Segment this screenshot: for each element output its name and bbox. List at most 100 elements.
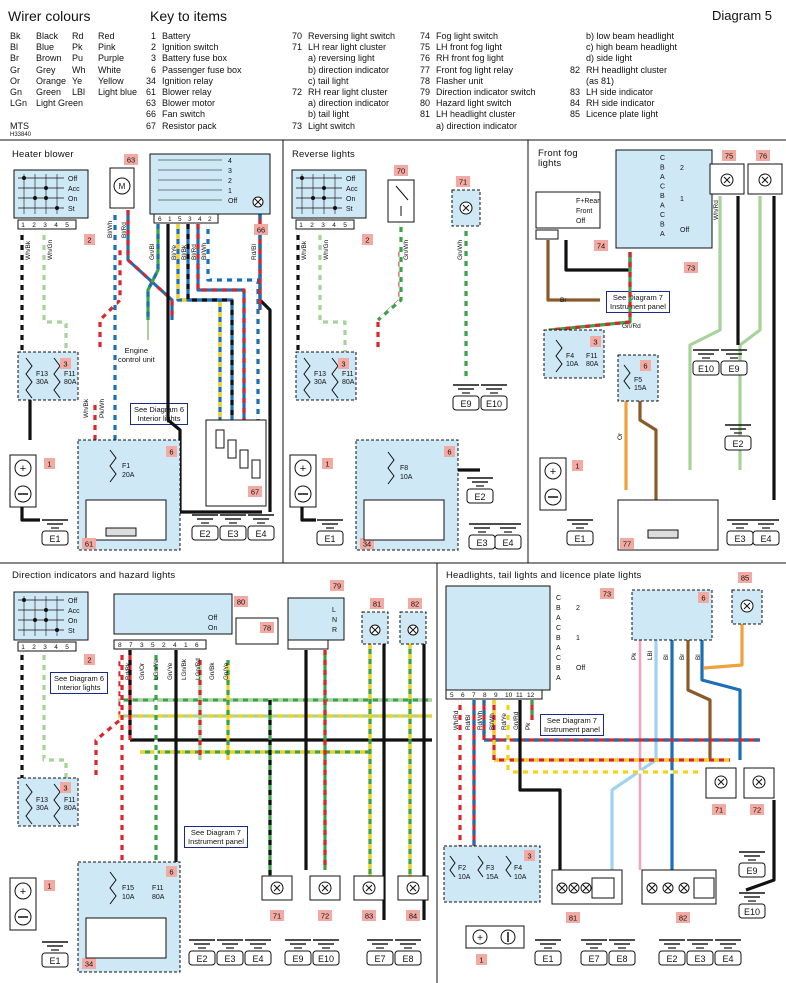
terminal-number: 3 — [43, 222, 47, 229]
terminal-number: 3 — [140, 642, 144, 649]
item-badge-3 — [524, 850, 535, 861]
key-col-4: 00b) low beam headlight 00c) high beam h… — [560, 31, 677, 121]
terminal-number: 11 — [516, 692, 523, 699]
bulb-icon — [362, 881, 376, 895]
bulb-filament — [648, 884, 656, 892]
battery-symbol — [289, 454, 317, 508]
key-item: 00(as 81) — [586, 75, 615, 86]
bulb-filament — [761, 176, 769, 184]
terminal-number: 5 — [65, 644, 69, 651]
item-badge-1 — [44, 880, 55, 891]
earth-label-box — [534, 950, 562, 966]
wire-fog-lgn — [688, 196, 722, 470]
earth-label-E4: E4 — [502, 538, 513, 548]
fuse-id-F11: F11 — [586, 353, 598, 360]
fuse-rating-F4: 10A — [566, 361, 579, 368]
earth-label-box — [726, 530, 754, 546]
wire-label: Gn/Wh — [457, 239, 464, 260]
diagram-label: Diagram 5 — [712, 8, 772, 23]
wire-label: Gn/Bk — [209, 662, 216, 680]
fuse-rating-F5: 15A — [634, 385, 647, 392]
item-badge-label: 79 — [333, 582, 341, 591]
bulb-icon — [318, 881, 332, 895]
terminal-number: 8 — [483, 692, 487, 699]
switch-contact — [33, 196, 37, 200]
battery-positive — [294, 459, 312, 477]
battery-fuse-box — [295, 351, 357, 401]
ignition-relay-reverse — [363, 499, 445, 541]
bulb-filament — [755, 778, 763, 786]
ignition-position-Acc: Acc — [346, 186, 358, 193]
battery-headlights — [465, 925, 525, 949]
terminal-number: 5 — [450, 692, 454, 699]
wire-label: Br — [679, 654, 686, 660]
item-badge-label: 3 — [527, 852, 531, 861]
item-badge-label: 84 — [409, 912, 417, 921]
wire-fog-lgn-2 — [738, 196, 762, 470]
item-badge-71 — [270, 910, 284, 921]
fuse-rating-F2: 10A — [458, 874, 471, 881]
wire-label: Pk — [631, 652, 638, 660]
battery-negative — [294, 485, 312, 503]
switch-contact — [44, 608, 48, 612]
bulb-icon — [720, 173, 734, 187]
wire-label: Wh/Gn — [47, 239, 54, 260]
item-badge-6 — [444, 446, 455, 457]
bulb-filament — [409, 884, 417, 892]
item-badge-67 — [248, 486, 262, 497]
wire-label: LBl — [647, 651, 654, 660]
terminal-number: 4 — [198, 216, 202, 223]
motor-symbol — [113, 177, 131, 195]
item-badge-label: 72 — [321, 912, 329, 921]
switch-contact — [22, 176, 26, 180]
wire-label: Gn/Wh — [403, 239, 410, 260]
fuse-id-F2: F2 — [458, 865, 466, 872]
battery-negative — [544, 488, 562, 506]
wire-label: Pk/Wh — [99, 398, 106, 418]
wire-label: Rd/Bk — [125, 662, 132, 680]
blower-relay — [85, 499, 167, 541]
earth-label-E9: E9 — [728, 364, 739, 374]
item-badge-2 — [362, 234, 373, 245]
wire-rev-battery-earth — [300, 507, 316, 522]
fuse-id-F4: F4 — [514, 865, 522, 872]
wire-fan-bl-bk-stripe — [186, 224, 234, 420]
bulb-filament — [273, 884, 281, 892]
bulb-filament — [723, 176, 731, 184]
ignition-terminals — [295, 219, 355, 230]
terminal-number: 4 — [54, 644, 58, 651]
wire-hl-bk-e10 — [745, 800, 776, 892]
item-badge-label: 2 — [87, 656, 91, 665]
wire-fan-bl-rd-stripe — [196, 224, 246, 420]
wire-rev-wh-gn — [318, 230, 347, 352]
earth-label-box — [219, 525, 247, 541]
light-switch-pos: B — [660, 193, 665, 200]
hazard-terminals — [113, 639, 207, 650]
battery-negative — [14, 908, 32, 926]
ignition-position-St: St — [68, 206, 75, 213]
item-badge-label: 82 — [411, 600, 419, 609]
earth-label-box — [216, 950, 244, 966]
battery-negative — [500, 929, 516, 945]
earth-label-box — [580, 950, 608, 966]
light-switch-pos: A — [660, 231, 665, 238]
ignition-position-St: St — [68, 628, 75, 635]
fuse-rating-F11: 80A — [64, 805, 77, 812]
terminal-number: 5 — [65, 222, 69, 229]
item-badge-label: 1 — [479, 956, 483, 965]
passenger-fuse-box-headlight-fuses — [443, 845, 541, 903]
item-badge-label: 85 — [741, 574, 749, 583]
fan-position-4: 4 — [228, 158, 232, 165]
earth-label-E10: E10 — [486, 399, 502, 409]
wire-label: Wh/Rd — [453, 710, 460, 730]
item-badge-85 — [738, 572, 752, 583]
earth-label-box — [752, 530, 780, 546]
item-badge-34 — [360, 538, 374, 549]
